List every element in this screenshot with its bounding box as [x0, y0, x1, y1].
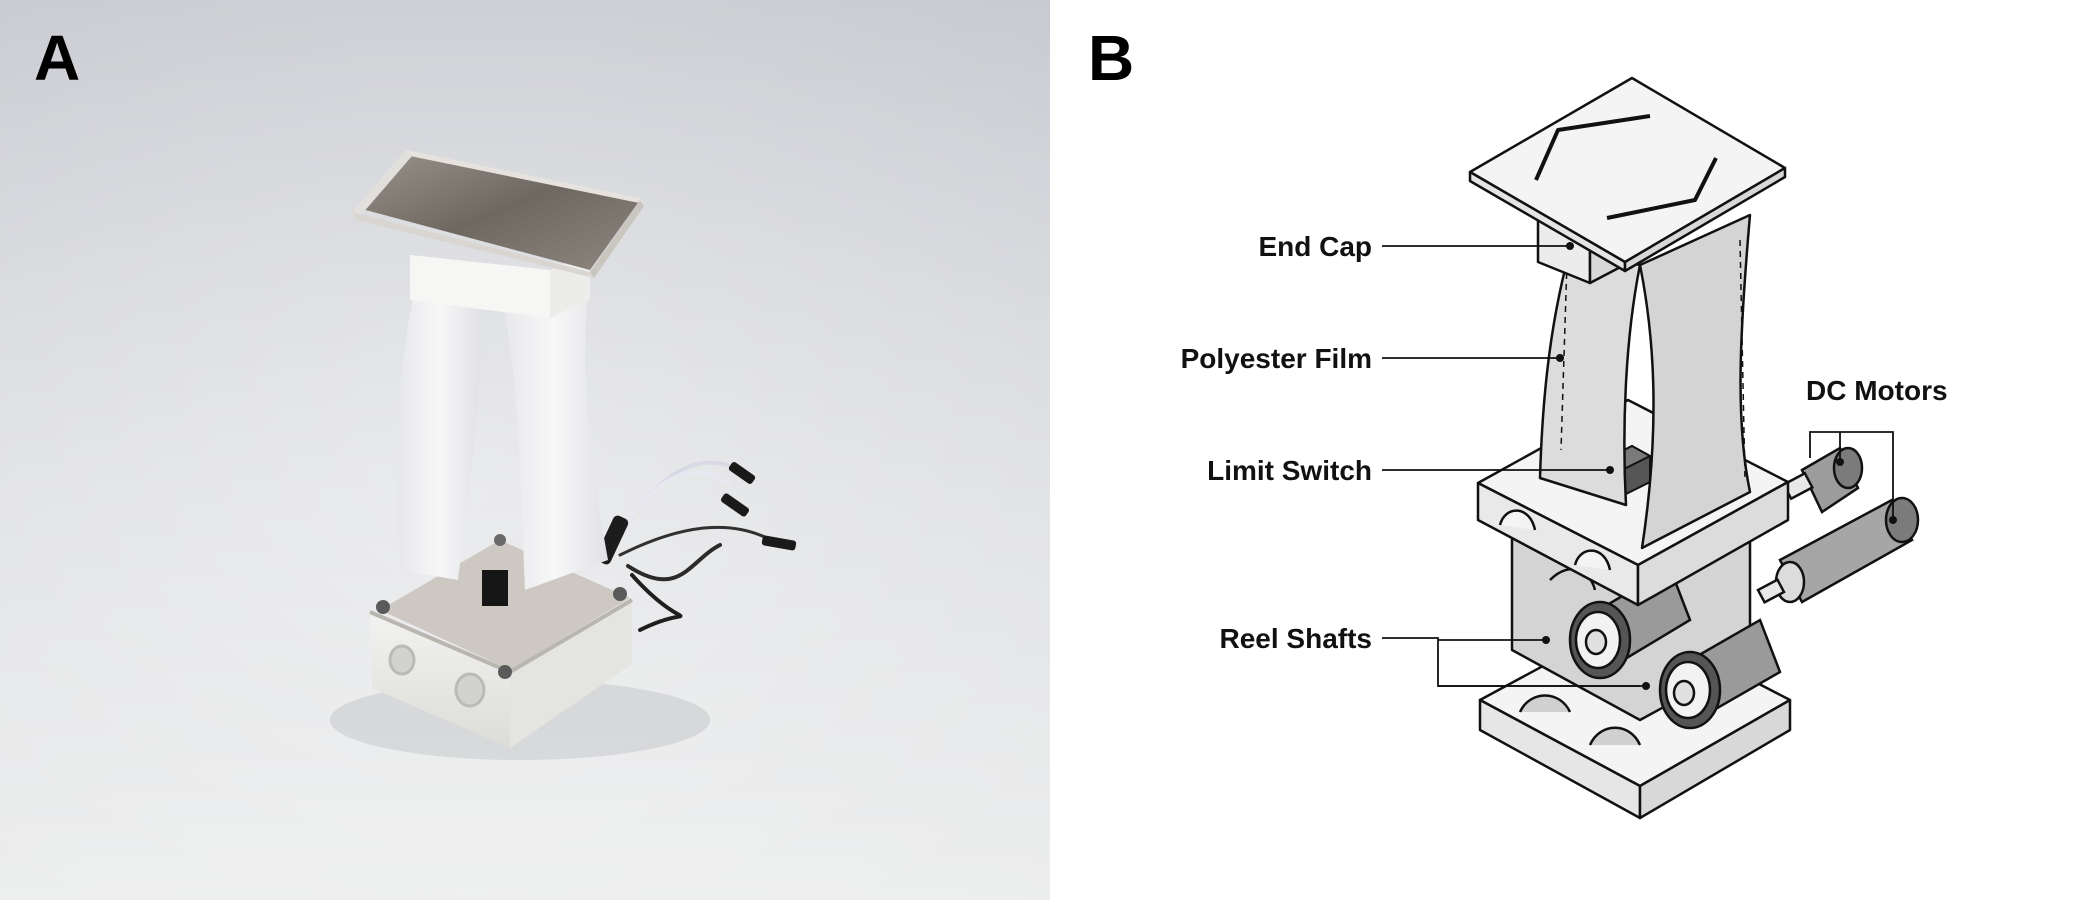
callout-polyester-film: Polyester Film — [1181, 343, 1372, 374]
reel-shaft-lower — [1658, 618, 1782, 730]
callout-limit-switch: Limit Switch — [1207, 455, 1372, 486]
photo-top-plate — [352, 150, 644, 278]
leader-dots — [1542, 242, 1897, 690]
callout-dc-motors: DC Motors — [1806, 375, 1948, 406]
photo-base — [369, 534, 634, 748]
panel-b-diagram: End Cap Polyester Film Limit Switch Reel… — [1050, 0, 2100, 900]
panel-letter-b: B — [1088, 22, 1135, 94]
photo-film — [397, 290, 608, 590]
dc-motor-upper — [1781, 446, 1864, 514]
leader-lines — [1382, 245, 1894, 687]
callout-reel-shafts: Reel Shafts — [1220, 623, 1373, 654]
photo-illustration — [0, 0, 1050, 900]
reel-shaft-upper — [1568, 566, 1692, 680]
panel-a-photo: A — [0, 0, 1050, 900]
panel-letter-a: A — [34, 22, 81, 94]
polyester-film — [1538, 213, 1752, 550]
callout-end-cap: End Cap — [1258, 231, 1372, 262]
exploded-diagram: End Cap Polyester Film Limit Switch Reel… — [1181, 76, 1948, 820]
top-plate — [1468, 76, 1787, 273]
dc-motor-lower — [1756, 496, 1920, 605]
